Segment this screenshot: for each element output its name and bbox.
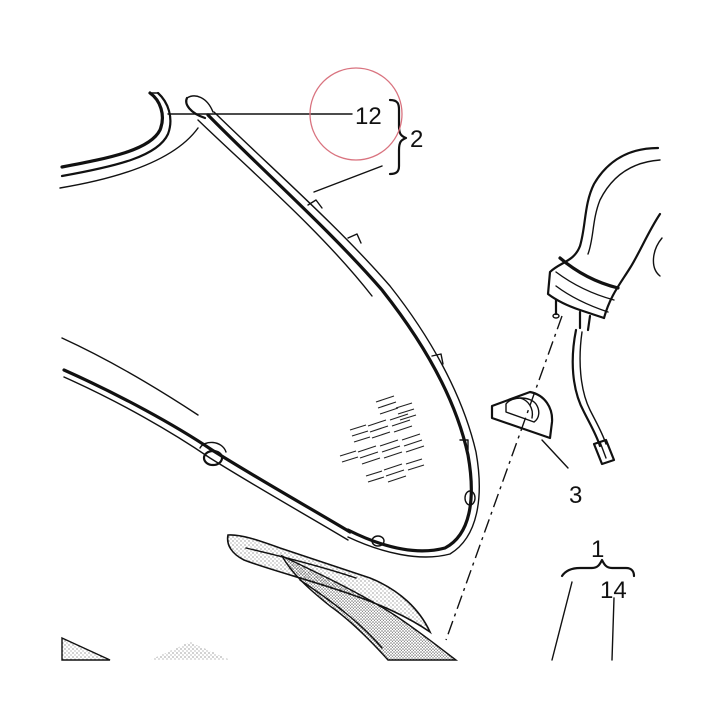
windscreen-part — [61, 95, 480, 558]
bracket-group-1 — [560, 558, 636, 578]
mirror-assembly-part — [546, 146, 663, 466]
leader-lines — [167, 113, 615, 661]
seal-trim-part — [59, 91, 199, 189]
callout-12: 12 — [355, 103, 382, 130]
fairing-body-part — [61, 534, 459, 661]
highlight-circle — [309, 67, 403, 161]
grommet-part — [490, 390, 554, 440]
callout-1: 1 — [591, 536, 604, 563]
windscreen-label-hatch — [339, 395, 425, 483]
bracket-group-2 — [388, 98, 408, 176]
callout-3: 3 — [569, 482, 582, 509]
callout-2: 2 — [410, 126, 423, 153]
callout-14: 14 — [600, 577, 627, 604]
